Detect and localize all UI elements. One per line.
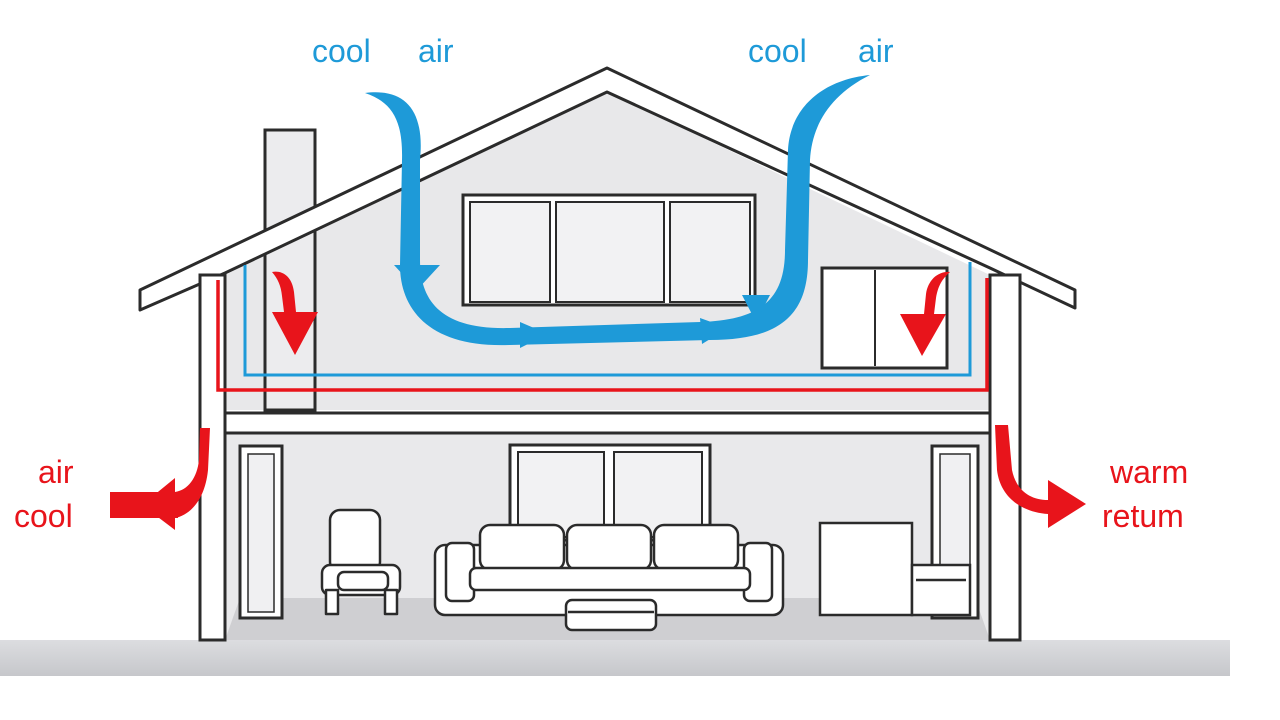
cool-air-arrowhead — [520, 322, 548, 348]
warm-air-arrow-upper-left — [272, 271, 318, 355]
warm-air-arrow-upper-right — [900, 271, 950, 356]
left-side-label-line1: air — [38, 454, 74, 490]
floor-slab — [223, 411, 992, 435]
lower-left-door — [238, 444, 284, 620]
top-right-label-air: air — [858, 33, 894, 69]
cool-air-duct — [243, 262, 972, 377]
upper-window — [461, 193, 757, 307]
roof — [138, 66, 1077, 312]
top-right-label-cool: cool — [748, 33, 807, 69]
cool-air-arrowhead — [742, 295, 770, 322]
cool-air-arrowhead — [394, 265, 440, 290]
left-side-label-line2: cool — [14, 498, 73, 534]
top-left-label-air: air — [418, 33, 454, 69]
top-left-label-cool: cool — [312, 33, 371, 69]
right-side-label-line2: retum — [1102, 498, 1184, 534]
coffee-table — [564, 598, 658, 632]
cool-air-u-flow — [365, 75, 870, 348]
chimney — [263, 128, 317, 412]
upper-right-cabinet — [820, 266, 949, 370]
sofa — [433, 523, 785, 617]
warm-air-duct — [216, 278, 989, 392]
warm-return-outlet-arrow — [995, 425, 1086, 528]
cool-air-inlet-tail — [110, 492, 178, 518]
armchair — [320, 508, 402, 616]
cool-air-arrowhead — [700, 318, 728, 344]
right-side-label-line1: warm — [1110, 454, 1189, 490]
side-cabinet — [818, 521, 972, 617]
ground-strip — [0, 640, 1230, 676]
